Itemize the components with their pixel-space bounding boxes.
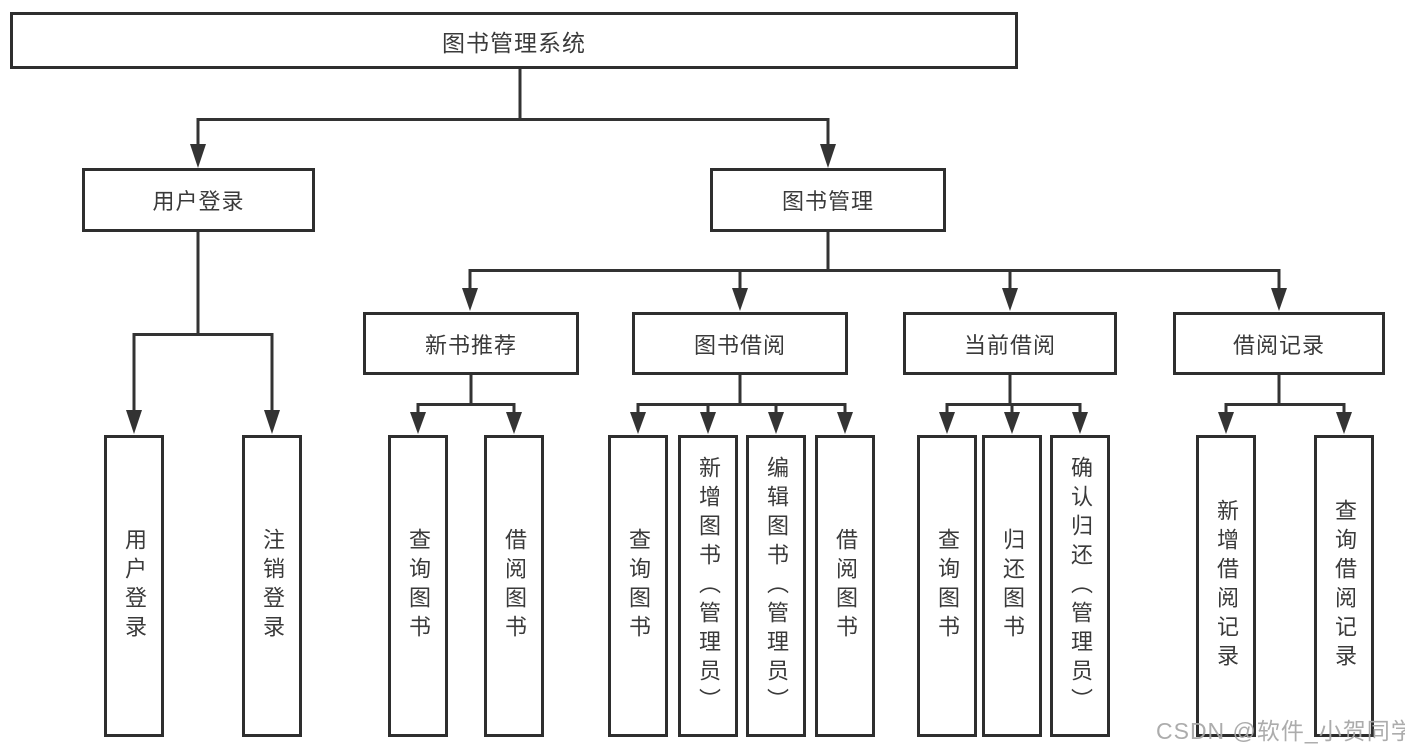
section-borrow-records: 借阅记录 [1173,312,1385,375]
leaf-query-borrow-record-label: 查询借阅记录 [1332,499,1357,673]
section-book-borrow: 图书借阅 [632,312,848,375]
arrowhead-icon [506,412,522,434]
arrowhead-icon [732,288,748,311]
leaf-borrow-books-recommend-label: 借阅图书 [502,528,527,644]
arrowhead-icon [1336,412,1352,434]
leaf-return-books-label: 归还图书 [1000,528,1025,644]
section-book-borrow-label: 图书借阅 [693,332,786,358]
leaf-edit-books-admin-label: 编辑图书（管理员） [764,455,789,717]
arrowhead-icon [939,412,955,434]
section-current-borrow-label: 当前借阅 [963,332,1056,358]
leaf-logout: 注销登录 [242,435,302,737]
leaf-add-books-admin-label: 新增图书（管理员） [696,455,721,717]
arrowhead-icon [1002,288,1018,311]
leaf-query-books-borrow-label: 查询图书 [626,528,651,644]
arrowhead-icon [768,412,784,434]
section-borrow-records-label: 借阅记录 [1232,332,1325,358]
leaf-add-borrow-record: 新增借阅记录 [1196,435,1256,737]
arrowhead-icon [1004,412,1020,434]
section-new-book-recommend-label: 新书推荐 [424,332,517,358]
leaf-query-books-recommend: 查询图书 [388,435,448,737]
leaf-borrow-books-label: 借阅图书 [833,528,858,644]
leaf-borrow-books: 借阅图书 [815,435,875,737]
leaf-borrow-books-recommend: 借阅图书 [484,435,544,737]
section-current-borrow: 当前借阅 [903,312,1117,375]
arrowhead-icon [700,412,716,434]
leaf-user-login: 用户登录 [104,435,164,737]
branch-book-management-label: 图书管理 [781,189,874,214]
section-new-book-recommend: 新书推荐 [363,312,579,375]
arrowhead-icon [190,144,206,168]
leaf-add-borrow-record-label: 新增借阅记录 [1214,499,1239,673]
leaf-edit-books-admin: 编辑图书（管理员） [746,435,806,737]
arrowhead-icon [820,144,836,168]
arrowhead-icon [1072,412,1088,434]
branch-user-login-label: 用户登录 [152,189,245,214]
leaf-query-books-current-label: 查询图书 [935,528,960,644]
leaf-confirm-return-admin: 确认归还（管理员） [1050,435,1110,737]
arrowhead-icon [630,412,646,434]
branch-user-login: 用户登录 [82,168,315,232]
root-node-label: 图书管理系统 [442,29,586,56]
root-node: 图书管理系统 [10,12,1018,69]
arrowhead-icon [1271,288,1287,311]
arrowhead-icon [126,410,142,434]
leaf-add-books-admin: 新增图书（管理员） [678,435,738,737]
arrowhead-icon [264,410,280,434]
arrowhead-icon [462,288,478,311]
leaf-query-books-recommend-label: 查询图书 [406,528,431,644]
leaf-query-borrow-record: 查询借阅记录 [1314,435,1374,737]
leaf-user-login-label: 用户登录 [122,528,147,644]
branch-book-management: 图书管理 [710,168,946,232]
csdn-watermark: CSDN @软件_小贺同学 [1156,718,1405,744]
leaf-logout-label: 注销登录 [260,528,285,644]
arrowhead-icon [1218,412,1234,434]
leaf-query-books-current: 查询图书 [917,435,977,737]
arrowhead-icon [837,412,853,434]
arrowhead-icon [410,412,426,434]
leaf-confirm-return-admin-label: 确认归还（管理员） [1068,455,1093,717]
leaf-query-books-borrow: 查询图书 [608,435,668,737]
leaf-return-books: 归还图书 [982,435,1042,737]
